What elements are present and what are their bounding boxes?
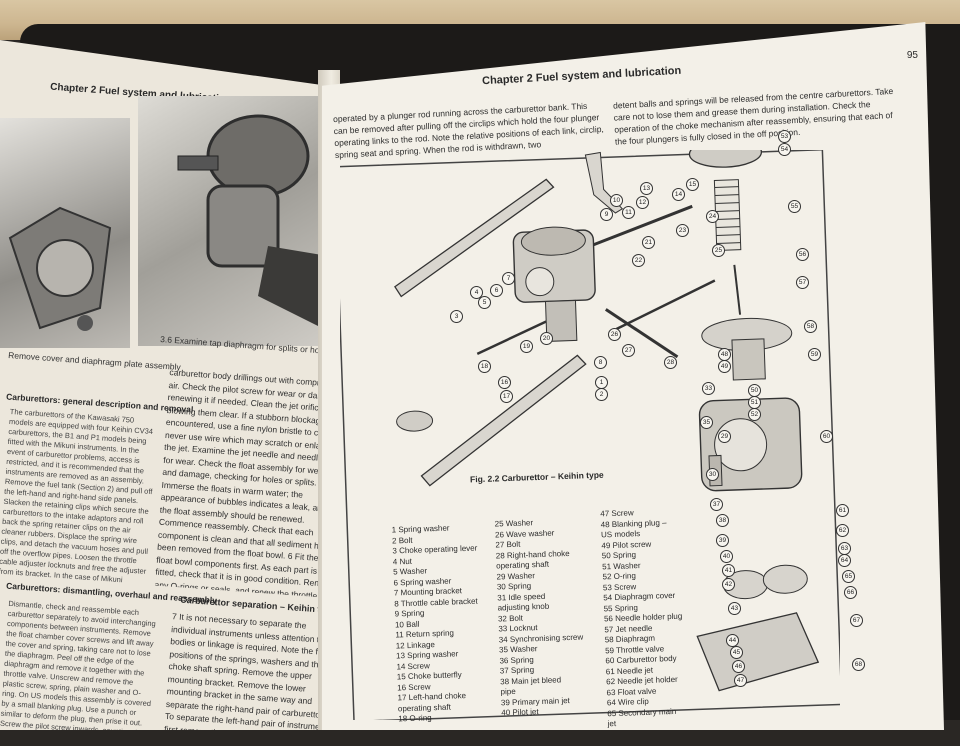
part-callout: 66 <box>844 586 857 599</box>
float <box>723 564 808 600</box>
detent-balls-text: detent balls and springs will be release… <box>612 85 894 147</box>
part-callout: 25 <box>712 244 725 257</box>
part-callout: 11 <box>622 206 635 219</box>
part-callout: 18 <box>478 360 491 373</box>
right-page-header: Chapter 2 Fuel system and lubrication <box>481 64 682 88</box>
choke-butterfly <box>396 410 434 432</box>
open-manual-book: Chapter 2 Fuel system and lubrication Re… <box>0 10 960 730</box>
part-callout: 62 <box>836 524 849 537</box>
part-callout: 30 <box>706 468 719 481</box>
part-callout: 10 <box>610 194 623 207</box>
right-page: 95 Chapter 2 Fuel system and lubrication… <box>322 22 944 730</box>
part-callout: 54 <box>778 143 791 156</box>
part-callout: 57 <box>796 276 809 289</box>
part-callout: 26 <box>608 328 621 341</box>
part-callout: 49 <box>718 360 731 373</box>
part-callout: 3 <box>450 310 463 323</box>
part-callout: 46 <box>732 660 745 673</box>
part-callout: 40 <box>720 550 733 563</box>
part-callout: 27 <box>622 344 635 357</box>
part-callout: 24 <box>706 210 719 223</box>
left-page: Chapter 2 Fuel system and lubrication Re… <box>0 40 345 730</box>
legend-column-3: 47 Screw 48 Blanking plug – US models 49… <box>600 507 686 730</box>
part-callout: 64 <box>838 554 851 567</box>
part-callout: 56 <box>796 248 809 261</box>
jet-needle <box>733 264 742 315</box>
part-callout: 47 <box>734 674 747 687</box>
part-callout: 60 <box>820 430 833 443</box>
part-callout: 43 <box>728 602 741 615</box>
part-callout: 55 <box>788 200 801 213</box>
diagram-frame <box>340 150 840 720</box>
legend-column-2: 25 Washer 26 Wave washer 27 Bolt 28 Righ… <box>495 517 586 719</box>
left-choke-operating-shaft <box>476 320 547 356</box>
part-callout: 33 <box>702 382 715 395</box>
left-photo-caption: Remove cover and diaphragm plate assembl… <box>7 349 182 373</box>
part-callout: 6 <box>490 284 503 297</box>
part-callout: 8 <box>594 356 607 369</box>
page-number: 95 <box>906 50 918 61</box>
part-callout: 45 <box>730 646 743 659</box>
part-callout: 61 <box>836 504 849 517</box>
part-callout: 16 <box>498 376 511 389</box>
part-callout: 13 <box>640 182 653 195</box>
part-callout: 44 <box>726 634 739 647</box>
part-callout: 38 <box>716 514 729 527</box>
photo-fuel-tap <box>138 96 328 346</box>
part-callout: 14 <box>672 188 685 201</box>
part-callout: 59 <box>808 348 821 361</box>
part-callout: 58 <box>804 320 817 333</box>
part-callout: 2 <box>595 388 608 401</box>
part-callout: 53 <box>778 130 791 143</box>
lower-mounting-bracket <box>420 354 587 487</box>
part-callout: 22 <box>632 254 645 267</box>
part-callout: 52 <box>748 408 761 421</box>
photo-diaphragm-plate <box>0 118 130 348</box>
part-callout: 20 <box>540 332 553 345</box>
float-bowl <box>696 612 820 692</box>
part-callout: 67 <box>850 614 863 627</box>
carburettor-exploded-diagram <box>340 150 840 720</box>
part-callout: 17 <box>500 390 513 403</box>
part-callout: 41 <box>722 564 735 577</box>
overhaul-body-text: Dismantle, check and reassemble each car… <box>0 598 157 740</box>
choke-link-shaft <box>592 204 693 247</box>
part-callout: 12 <box>636 196 649 209</box>
removal-body-text: The carburettors of the Kawasaki 750 mod… <box>0 406 154 588</box>
diaphragm-cover <box>688 150 763 168</box>
upper-mounting-bracket <box>393 178 555 298</box>
part-callout: 39 <box>716 534 729 547</box>
part-callout: 65 <box>842 570 855 583</box>
throttle-valve <box>731 338 766 381</box>
part-callout: 28 <box>664 356 677 369</box>
part-callout: 4 <box>470 286 483 299</box>
part-callout: 7 <box>502 272 515 285</box>
part-callout: 19 <box>520 340 533 353</box>
part-callout: 37 <box>710 498 723 511</box>
part-callout: 5 <box>478 296 491 309</box>
part-callout: 21 <box>642 236 655 249</box>
part-callout: 23 <box>676 224 689 237</box>
right-choke-operating-shaft <box>615 279 716 331</box>
part-callout: 9 <box>600 208 613 221</box>
part-callout: 42 <box>722 578 735 591</box>
legend-column-1: 1 Spring washer 2 Bolt 3 Choke operating… <box>392 523 484 725</box>
fuel-tap-illustration <box>177 114 328 326</box>
part-callout: 63 <box>838 542 851 555</box>
diaphragm-plate-illustration <box>8 206 112 331</box>
part-callout: 68 <box>852 658 865 671</box>
part-callout: 35 <box>700 416 713 429</box>
idle-speed-adjuster <box>604 308 679 359</box>
carburettor-body-left <box>512 226 596 342</box>
part-callout: 15 <box>686 178 699 191</box>
part-callout: 29 <box>718 430 731 443</box>
